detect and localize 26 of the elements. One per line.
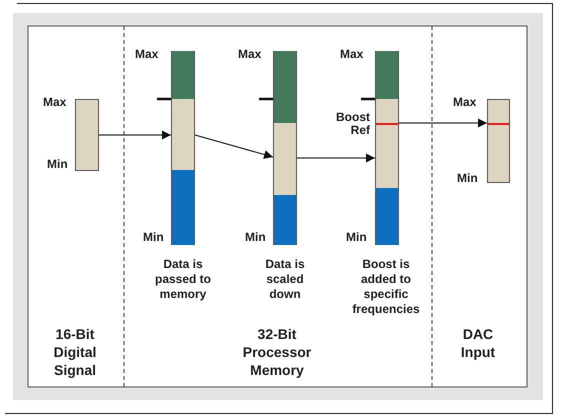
scale-label: Max xyxy=(43,96,68,110)
scale-label: Min xyxy=(47,158,69,172)
level-bar xyxy=(171,51,195,245)
scale-label: Max xyxy=(453,96,478,110)
scale-label: Boost Ref xyxy=(335,111,370,138)
description: Data is passed to memory xyxy=(154,257,212,302)
level-bar xyxy=(273,51,297,245)
scale-label: Min xyxy=(346,231,368,244)
column-heading: DAC Input xyxy=(460,325,496,362)
column-heading: 16-Bit Digital Signal xyxy=(52,325,98,380)
level-bar xyxy=(375,51,399,245)
description: Data is scaled down xyxy=(264,257,306,302)
arrow xyxy=(98,130,172,140)
scale-label: Min xyxy=(457,172,479,186)
arrow xyxy=(296,154,376,162)
scale-label: Min xyxy=(245,231,267,244)
description: Boost is added to specific frequencies xyxy=(351,257,421,317)
level-bar xyxy=(75,99,99,171)
scale-label: Max xyxy=(340,48,364,62)
scale-label: Max xyxy=(238,48,262,62)
arrow xyxy=(194,134,274,159)
level-bar xyxy=(487,99,510,183)
arrow xyxy=(398,118,488,128)
scale-label: Min xyxy=(143,231,165,244)
column-heading: 32-Bit Processor Memory xyxy=(242,325,312,380)
scale-label: Max xyxy=(135,48,160,62)
